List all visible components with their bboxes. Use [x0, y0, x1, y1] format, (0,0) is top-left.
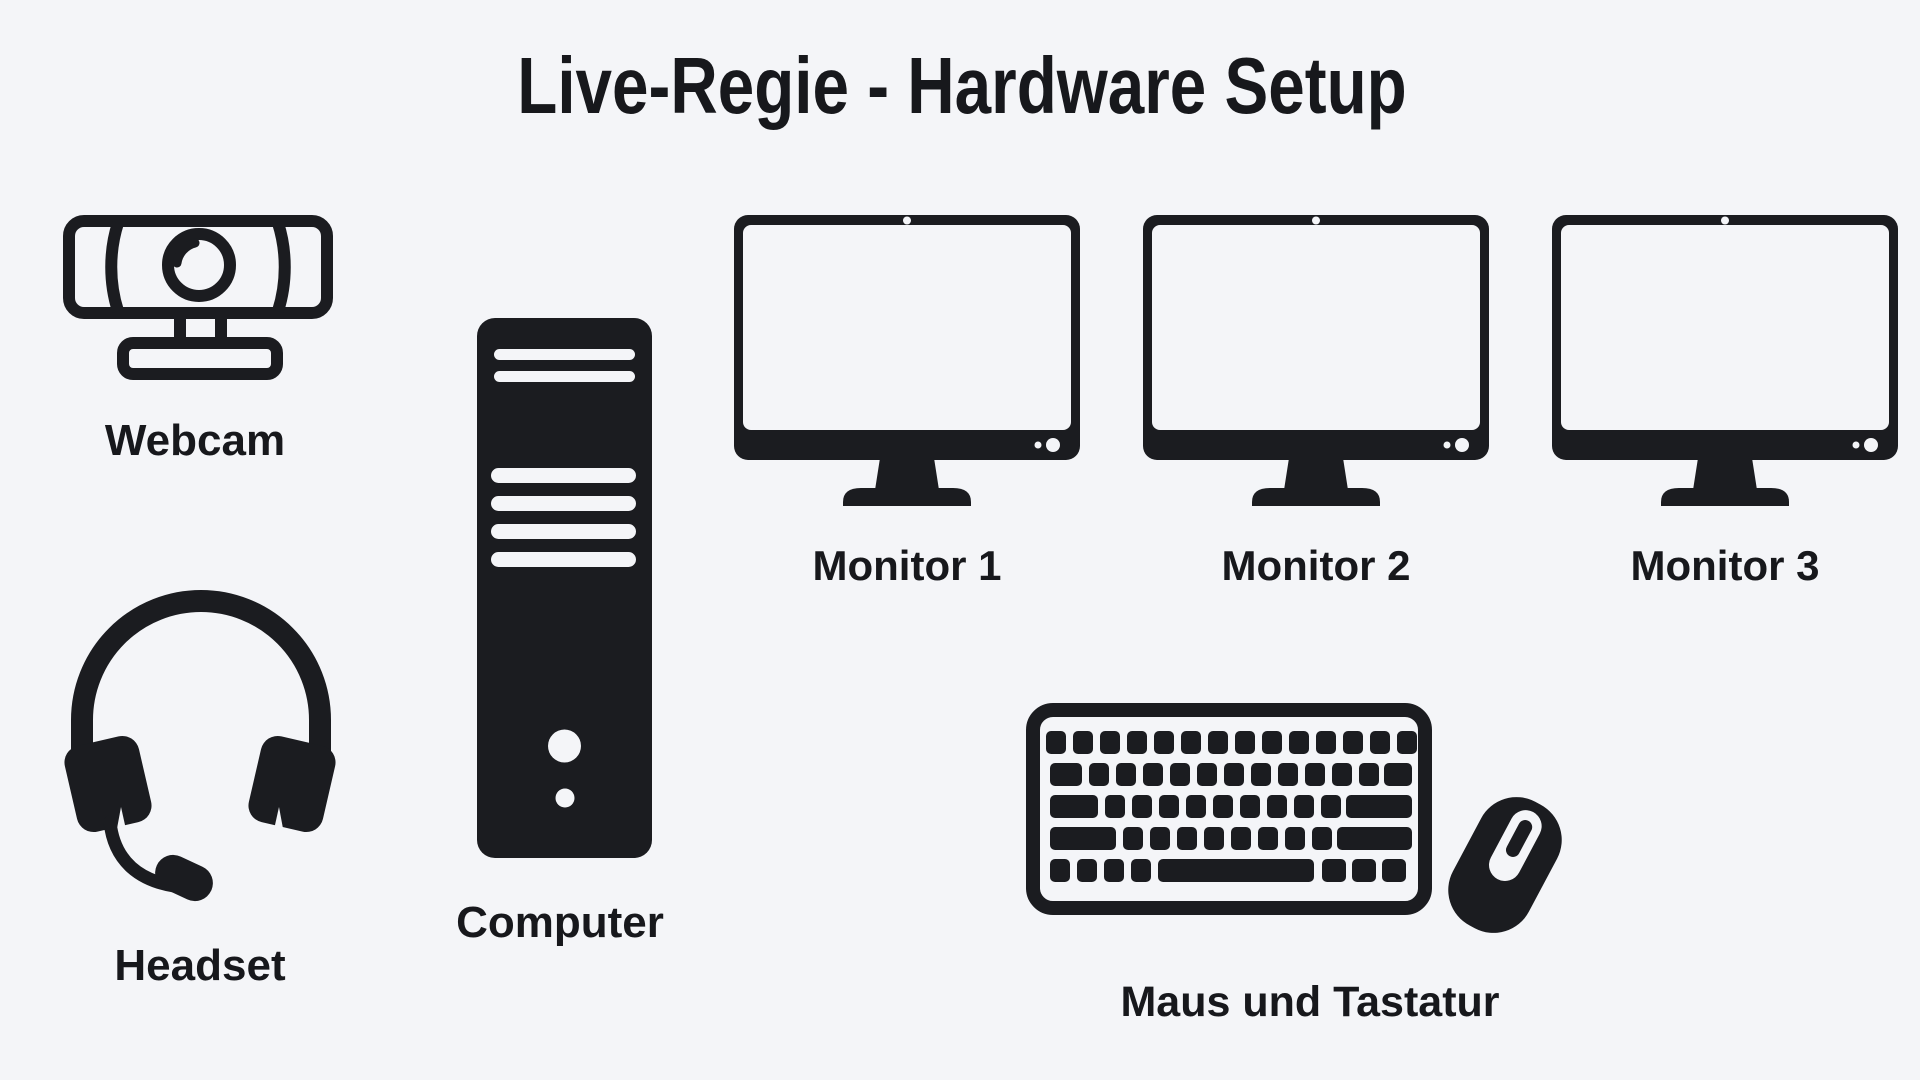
- computer-icon: [477, 318, 652, 858]
- headset-icon: [64, 590, 336, 902]
- monitor-2-label: Monitor 2: [1221, 542, 1411, 589]
- webcam-icon: [63, 215, 333, 380]
- webcam-label: Webcam: [104, 416, 286, 465]
- keyboard-icon: [1026, 703, 1432, 915]
- monitor-2-icon: [1143, 215, 1489, 506]
- computer-label: Computer: [456, 898, 664, 947]
- page-title: Live-Regie - Hardware Setup: [517, 41, 1407, 130]
- headset-label: Headset: [114, 941, 286, 990]
- mouse-keyboard-label: Maus und Tastatur: [1120, 978, 1500, 1026]
- monitor-1-icon: [734, 215, 1080, 506]
- monitor-1-label: Monitor 1: [812, 542, 1002, 589]
- monitor-3-icon: [1552, 215, 1898, 506]
- mouse-icon: [1448, 797, 1562, 933]
- monitor-3-label: Monitor 3: [1630, 542, 1820, 589]
